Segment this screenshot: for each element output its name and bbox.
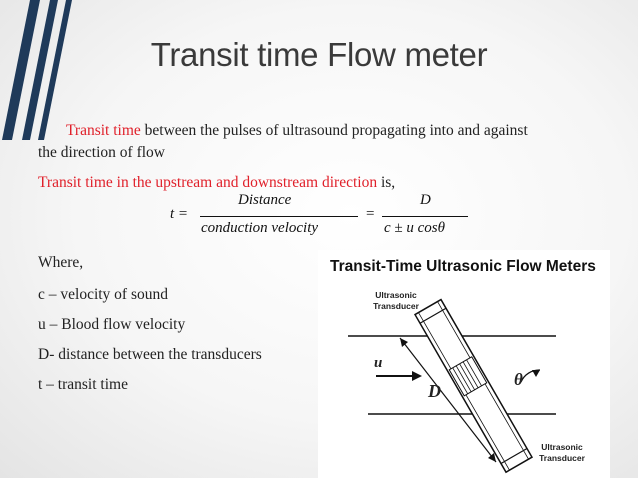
definition-item: t – transit time	[38, 376, 128, 393]
flow-meter-diagram: Transit-Time Ultrasonic Flow Meters	[318, 250, 610, 478]
eq-num1: Distance	[238, 192, 292, 208]
eq-fraction-bar-1	[200, 216, 358, 217]
eq-num2: D	[420, 192, 431, 208]
upstream-highlight: Transit time in the upstream and downstr…	[38, 174, 378, 191]
eq-den1: conduction velocity	[201, 220, 319, 236]
where-label: Where,	[38, 254, 84, 271]
velocity-u-label: u	[374, 355, 383, 371]
eq-fraction-bar-2	[382, 216, 468, 217]
slide-title: Transit time Flow meter	[150, 36, 488, 73]
transit-time-equation: t = Distance conduction velocity = D c ±…	[170, 192, 480, 244]
definition-item: u – Blood flow velocity	[38, 316, 186, 333]
bottom-transducer-label: Ultrasonic Transducer	[539, 442, 585, 463]
corner-stripes-decoration	[2, 0, 72, 140]
definition-item: c – velocity of sound	[38, 286, 169, 303]
distance-d-label: D	[428, 381, 441, 401]
upstream-suffix: is,	[377, 174, 396, 191]
figure-title: Transit-Time Ultrasonic Flow Meters	[330, 258, 596, 275]
intro-text: between the pulses of ultrasound propaga…	[140, 122, 528, 139]
eq-lhs: t =	[170, 206, 189, 222]
intro-line2: the direction of flow	[38, 144, 165, 161]
upstream-line: Transit time in the upstream and downstr…	[38, 172, 395, 194]
eq-equals: =	[366, 206, 375, 222]
eq-den2: c ± u cosθ	[384, 220, 446, 236]
definition-item: D- distance between the transducers	[38, 346, 262, 363]
theta-angle-label: θ	[514, 370, 523, 389]
top-transducer-label: Ultrasonic Transducer	[373, 290, 419, 311]
flow-meter-drawing	[348, 298, 556, 474]
intro-paragraph: Transit time between the pulses of ultra…	[38, 120, 528, 164]
intro-highlight: Transit time	[66, 122, 141, 139]
